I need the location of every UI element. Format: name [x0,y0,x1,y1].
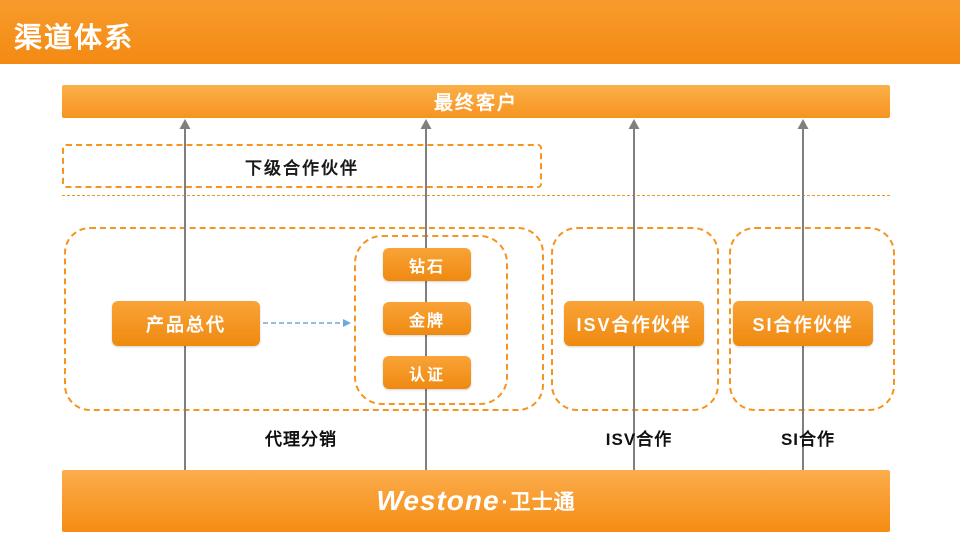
isv-partner-label: ISV合作伙伴 [576,314,692,335]
product-agent-label: 产品总代 [146,314,226,335]
final-customer-label: 最终客户 [433,93,518,114]
header-bar: 渠道体系 [0,0,960,64]
dashed-divider-line [62,195,890,196]
level-diamond-node: 钻石 [383,248,471,281]
si-partner-node: SI合作伙伴 [733,301,873,346]
level-gold-label: 金牌 [408,312,445,330]
sub-partner-box: 下级合作伙伴 [62,144,542,188]
level-certified-node: 认证 [383,356,471,389]
final-customer-bar: 最终客户 [62,85,890,118]
level-diamond-label: 钻石 [408,258,445,276]
si-caption: SI合作 [780,430,836,449]
brand-suffix: ·卫士通 [501,491,576,514]
isv-caption: ISV合作 [605,430,673,449]
page-title: 渠道体系 [14,22,135,53]
isv-group-box [551,227,719,411]
si-partner-label: SI合作伙伴 [752,314,854,335]
footer-bar: Westone ·卫士通 [62,470,890,532]
si-group-box [729,227,895,411]
agency-caption: 代理分销 [265,430,337,449]
level-certified-label: 认证 [408,366,445,384]
sub-partner-label: 下级合作伙伴 [245,158,359,178]
brand-logo: Westone [376,485,500,516]
product-agent-node: 产品总代 [112,301,260,346]
isv-partner-node: ISV合作伙伴 [564,301,704,346]
partner-level-box [354,235,508,405]
agency-group-box [64,227,544,411]
level-gold-node: 金牌 [383,302,471,335]
